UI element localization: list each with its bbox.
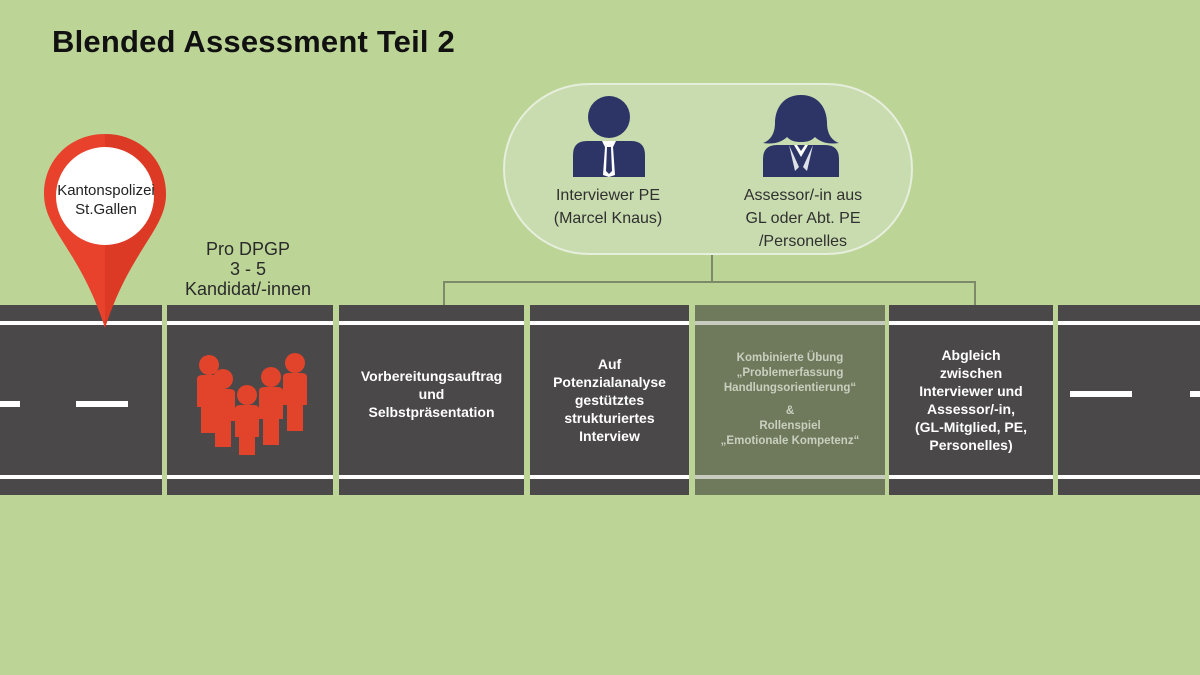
road-edge-line — [889, 321, 1053, 325]
assessors-bubble — [503, 83, 913, 255]
step-text-line: Vorbereitungsauftrag — [360, 368, 503, 384]
road-dash — [1190, 391, 1200, 397]
road-edge-line — [889, 475, 1053, 479]
step-text-line: gestütztes — [574, 392, 645, 408]
assessor-label: Assessor/-in aus GL oder Abt. PE /Person… — [718, 184, 888, 253]
candidates-label-line: Pro DPGP — [205, 239, 291, 259]
interviewer-label-line: Interviewer PE — [555, 187, 661, 204]
road-edge-line — [0, 321, 162, 325]
road-segment-start — [0, 305, 162, 495]
step-text-line: Rollenspiel — [759, 420, 821, 432]
road-edge-line — [167, 475, 333, 479]
step-text-line: „Problemerfassung — [736, 367, 844, 379]
candidates-label-line: 3 - 5 — [229, 259, 267, 279]
location-pin-icon — [44, 134, 166, 328]
step-text-line: Potenzialanalyse — [553, 374, 666, 390]
step-text-line: und — [418, 386, 445, 402]
step-text-line: (GL-Mitglied, PE, — [915, 419, 1027, 435]
pin-label: Kantonspolizei St.Gallen — [46, 181, 166, 219]
road-dash — [1070, 391, 1132, 397]
road-edge-line — [0, 475, 162, 479]
interviewer-label: Interviewer PE (Marcel Knaus) — [533, 184, 683, 230]
step-text-line: Auf — [597, 356, 622, 372]
step-text-line: strukturiertes — [564, 410, 655, 426]
road-edge-line — [1058, 475, 1200, 479]
step-text-line: & — [785, 405, 795, 417]
road-dash — [76, 401, 128, 407]
road-edge-line — [339, 475, 524, 479]
step-text-line: zwischen — [939, 365, 1003, 381]
road-segment-candidates — [167, 305, 333, 495]
road-edge-line — [167, 321, 333, 325]
interviewer-icon — [573, 96, 645, 177]
assessor-label-line: Assessor/-in aus — [743, 187, 863, 204]
road-edge-line — [695, 321, 885, 325]
step-text-line: Kombinierte Übung — [736, 352, 844, 364]
connector-line — [974, 281, 976, 305]
person-figure — [235, 385, 259, 455]
people-group-icon — [197, 353, 307, 455]
step-text-line: Assessor/-in, — [927, 401, 1015, 417]
step-text-line: Abgleich — [941, 347, 1001, 363]
road-segment-end — [1058, 305, 1200, 495]
road-segment-step-1: Vorbereitungsauftrag und Selbstpräsentat… — [339, 305, 524, 495]
connector-line — [443, 281, 445, 305]
person-figure — [211, 369, 235, 447]
road-edge-line — [695, 475, 885, 479]
connector-line — [711, 255, 713, 282]
step-text-line: Selbstpräsentation — [368, 404, 495, 420]
assessor-label-line: GL oder Abt. PE — [745, 210, 861, 227]
step-text-line: „Emotionale Kompetenz“ — [720, 435, 860, 447]
assessor-icon — [763, 95, 839, 177]
interviewer-label-line: (Marcel Knaus) — [553, 210, 663, 227]
step-text-line: Interviewer und — [919, 383, 1023, 399]
road-segment-step-3: Kombinierte Übung „Problemerfassung Hand… — [695, 305, 885, 495]
person-figure — [259, 367, 283, 445]
road-edge-line — [530, 321, 689, 325]
step-text-line: Interview — [579, 428, 640, 444]
assessor-label-line: /Personelles — [758, 233, 848, 250]
step-3-text: Kombinierte Übung „Problemerfassung Hand… — [701, 333, 879, 467]
road-segment-step-2: Auf Potenzialanalyse gestütztes struktur… — [530, 305, 689, 495]
road-dash — [0, 401, 20, 407]
candidates-label-line: Kandidat/-innen — [184, 279, 312, 299]
step-1-text: Vorbereitungsauftrag und Selbstpräsentat… — [345, 335, 518, 453]
candidates-label: Pro DPGP 3 - 5 Kandidat/-innen — [168, 239, 328, 299]
road-edge-line — [339, 321, 524, 325]
step-text-line: Personelles) — [929, 437, 1013, 453]
connector-line — [443, 281, 976, 283]
step-4-text: Abgleich zwischen Interviewer und Assess… — [895, 329, 1047, 471]
pin-label-line: Kantonspolizei — [57, 182, 155, 199]
pin-label-line: St.Gallen — [75, 201, 137, 218]
person-figure — [283, 353, 307, 431]
step-text-line: Handlungsorientierung“ — [723, 382, 857, 394]
road-edge-line — [1058, 321, 1200, 325]
page-title: Blended Assessment Teil 2 — [52, 24, 455, 59]
road-edge-line — [530, 475, 689, 479]
road-segment-step-4: Abgleich zwischen Interviewer und Assess… — [889, 305, 1053, 495]
step-2-text: Auf Potenzialanalyse gestütztes struktur… — [536, 335, 683, 465]
